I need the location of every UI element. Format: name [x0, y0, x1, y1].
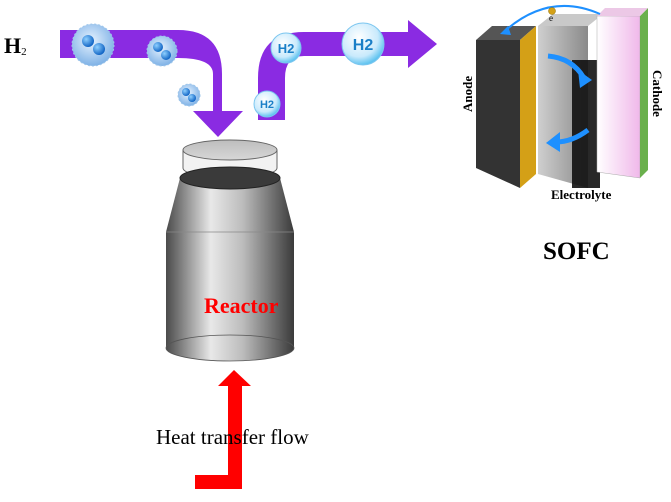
h2-product-small-text: H2 [260, 99, 274, 111]
h2-product-bubble-small: H2 [253, 90, 281, 118]
h2-product-large-text: H2 [353, 37, 374, 54]
ion-flow-arrows [546, 53, 592, 152]
electron-dot [548, 7, 556, 15]
outflow-arrow [258, 20, 437, 120]
h2-molecule-bubble-2 [146, 35, 178, 67]
hydrogen-main: H [4, 33, 22, 58]
cathode-label: Cathode [650, 70, 665, 117]
h2-molecule-bubble-1 [71, 23, 115, 67]
sofc-label: SOFC [543, 238, 610, 265]
h2-molecule-bubble-3 [177, 83, 201, 107]
heat-flow-arrow [195, 370, 251, 489]
h2-product-medium-text: H2 [278, 41, 295, 56]
electron-label: e [549, 13, 553, 23]
electron-circuit [500, 4, 601, 35]
h2-product-bubble-medium: H2 [270, 32, 302, 64]
hydrogen-subscript: 2 [21, 46, 27, 58]
heat-flow-label: Heat transfer flow [156, 425, 309, 449]
h2-product-bubble-large: H2 [341, 22, 385, 66]
reactor-label: Reactor [204, 293, 279, 318]
sofc-stack [476, 8, 648, 188]
hydrogen-input-label: H2 [4, 33, 27, 59]
anode-label: Anode [460, 75, 475, 112]
electrolyte-label: Electrolyte [551, 187, 612, 202]
reactor-vessel [165, 139, 295, 362]
